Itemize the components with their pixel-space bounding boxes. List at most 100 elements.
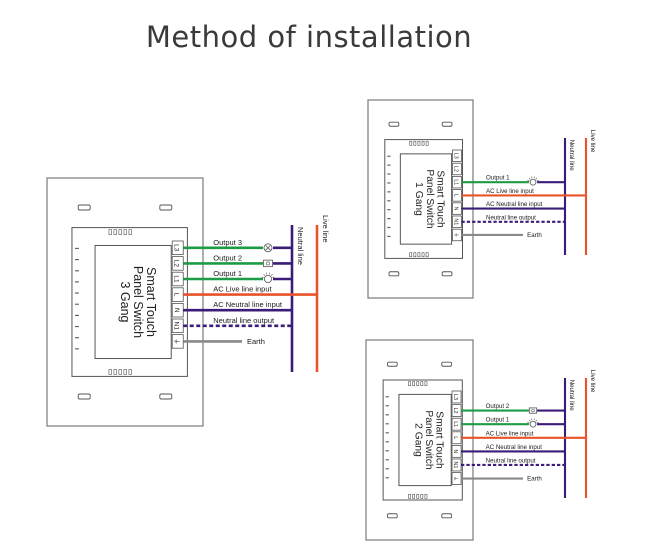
terminal-block	[452, 162, 462, 176]
neutral-bus-label: Neutral line	[568, 380, 575, 412]
terminal-label: ⏚	[452, 232, 459, 237]
grip-ridge	[417, 140, 421, 146]
panel-text-line: Smart Touch	[434, 411, 445, 469]
grip-ridge	[123, 229, 127, 235]
neutral-input-label: AC Neutral line input	[486, 444, 543, 451]
terminal-label: N	[173, 308, 180, 313]
grip-ridge	[425, 140, 429, 146]
mount-clip	[386, 361, 398, 367]
grip-ridge	[424, 493, 428, 499]
grip-ridge	[416, 493, 420, 499]
panel-text-line: Smart Touch	[434, 170, 445, 228]
terminal-label: N	[452, 449, 458, 453]
mount-clip	[388, 271, 400, 277]
terminal-block	[452, 189, 462, 202]
grip-ridge	[420, 493, 424, 499]
grip-ridge	[413, 252, 417, 258]
terminal-label: N1	[452, 462, 458, 469]
earth-label: Earth	[247, 337, 265, 346]
grip-ridge	[118, 229, 122, 235]
fan-icon	[528, 407, 538, 414]
neutral-input-label: AC Neutral line input	[213, 300, 283, 309]
live-bus-label: Live line	[589, 370, 596, 393]
grip-ridge	[417, 252, 421, 258]
mount-clip	[386, 513, 398, 519]
grip-ridge	[409, 140, 413, 146]
grip-ridge	[421, 252, 425, 258]
panel-text-line: Panel Switch	[131, 266, 145, 338]
terminal-label: L1	[173, 275, 180, 283]
mount-clip	[77, 204, 91, 211]
neutral-bus-label: Neutral line	[568, 140, 575, 172]
panel-text-line: Panel Switch	[423, 410, 434, 470]
output-label: Output 1	[213, 269, 242, 278]
terminal-label: L3	[173, 244, 180, 252]
neutral-output-label: Neutral line output	[213, 316, 275, 325]
mount-clip	[441, 121, 453, 127]
output-label: Output 2	[213, 253, 242, 262]
terminal-label: L1	[452, 421, 458, 427]
terminal-block	[451, 444, 462, 458]
terminal-label: L3	[452, 153, 458, 159]
page-title: Method of installation	[145, 20, 473, 54]
live-input-label: AC Live line input	[486, 188, 534, 195]
bulb-icon	[263, 274, 272, 283]
panel-text-line: 3 Gang	[118, 281, 132, 322]
terminal-label: ⏚	[452, 476, 459, 481]
live-bus-label: Live line	[589, 130, 596, 153]
module-label-area	[398, 393, 452, 487]
terminal-block	[452, 202, 462, 215]
terminal-block	[451, 390, 462, 404]
neutral-bus-label: Neutral line	[296, 227, 305, 265]
grip-ridge	[118, 369, 122, 375]
grip-ridge	[421, 140, 425, 146]
grip-ridge	[409, 252, 413, 258]
terminal-label: L	[452, 194, 458, 197]
bulb-icon	[529, 420, 537, 428]
output-label: Output 3	[213, 238, 242, 247]
terminal-label: L	[452, 436, 458, 439]
terminal-block	[452, 149, 462, 162]
module-label-area	[399, 153, 453, 245]
terminal-label: L2	[452, 166, 458, 172]
grip-ridge	[413, 140, 417, 146]
panel-text-line: Panel Switch	[424, 169, 435, 229]
neutral-input-label: AC Neutral line input	[486, 201, 543, 208]
live-input-label: AC Live line input	[486, 430, 534, 437]
terminal-block	[452, 215, 462, 228]
grip-ridge	[108, 229, 112, 235]
live-input-label: AC Live line input	[213, 285, 272, 294]
terminal-block	[451, 404, 462, 417]
terminal-block	[451, 472, 462, 485]
terminal-block	[452, 228, 462, 242]
mount-clip	[159, 204, 173, 211]
terminal-label: N1	[173, 322, 180, 331]
grip-ridge	[128, 369, 132, 375]
terminal-label: L3	[452, 394, 458, 400]
terminal-block	[451, 458, 462, 472]
mount-clip	[77, 393, 91, 400]
live-bus-label: Live line	[321, 215, 330, 243]
panel-text-line: 2 Gang	[412, 423, 423, 457]
terminal-label: ⏚	[173, 338, 181, 345]
output-label: Output 1	[486, 417, 510, 424]
output-label: Output 1	[486, 175, 510, 182]
terminal-block	[451, 417, 462, 431]
terminal-label: N1	[452, 218, 458, 225]
grip-ridge	[424, 381, 428, 387]
terminal-block	[452, 175, 462, 189]
grip-ridge	[123, 369, 127, 375]
grip-ridge	[412, 493, 415, 499]
panel-text-line: Smart Touch	[144, 267, 158, 337]
terminal-label: L2	[452, 408, 458, 414]
terminal-block	[451, 431, 462, 445]
neutral-output-label: Neutral line output	[486, 214, 536, 221]
mount-clip	[441, 513, 453, 519]
